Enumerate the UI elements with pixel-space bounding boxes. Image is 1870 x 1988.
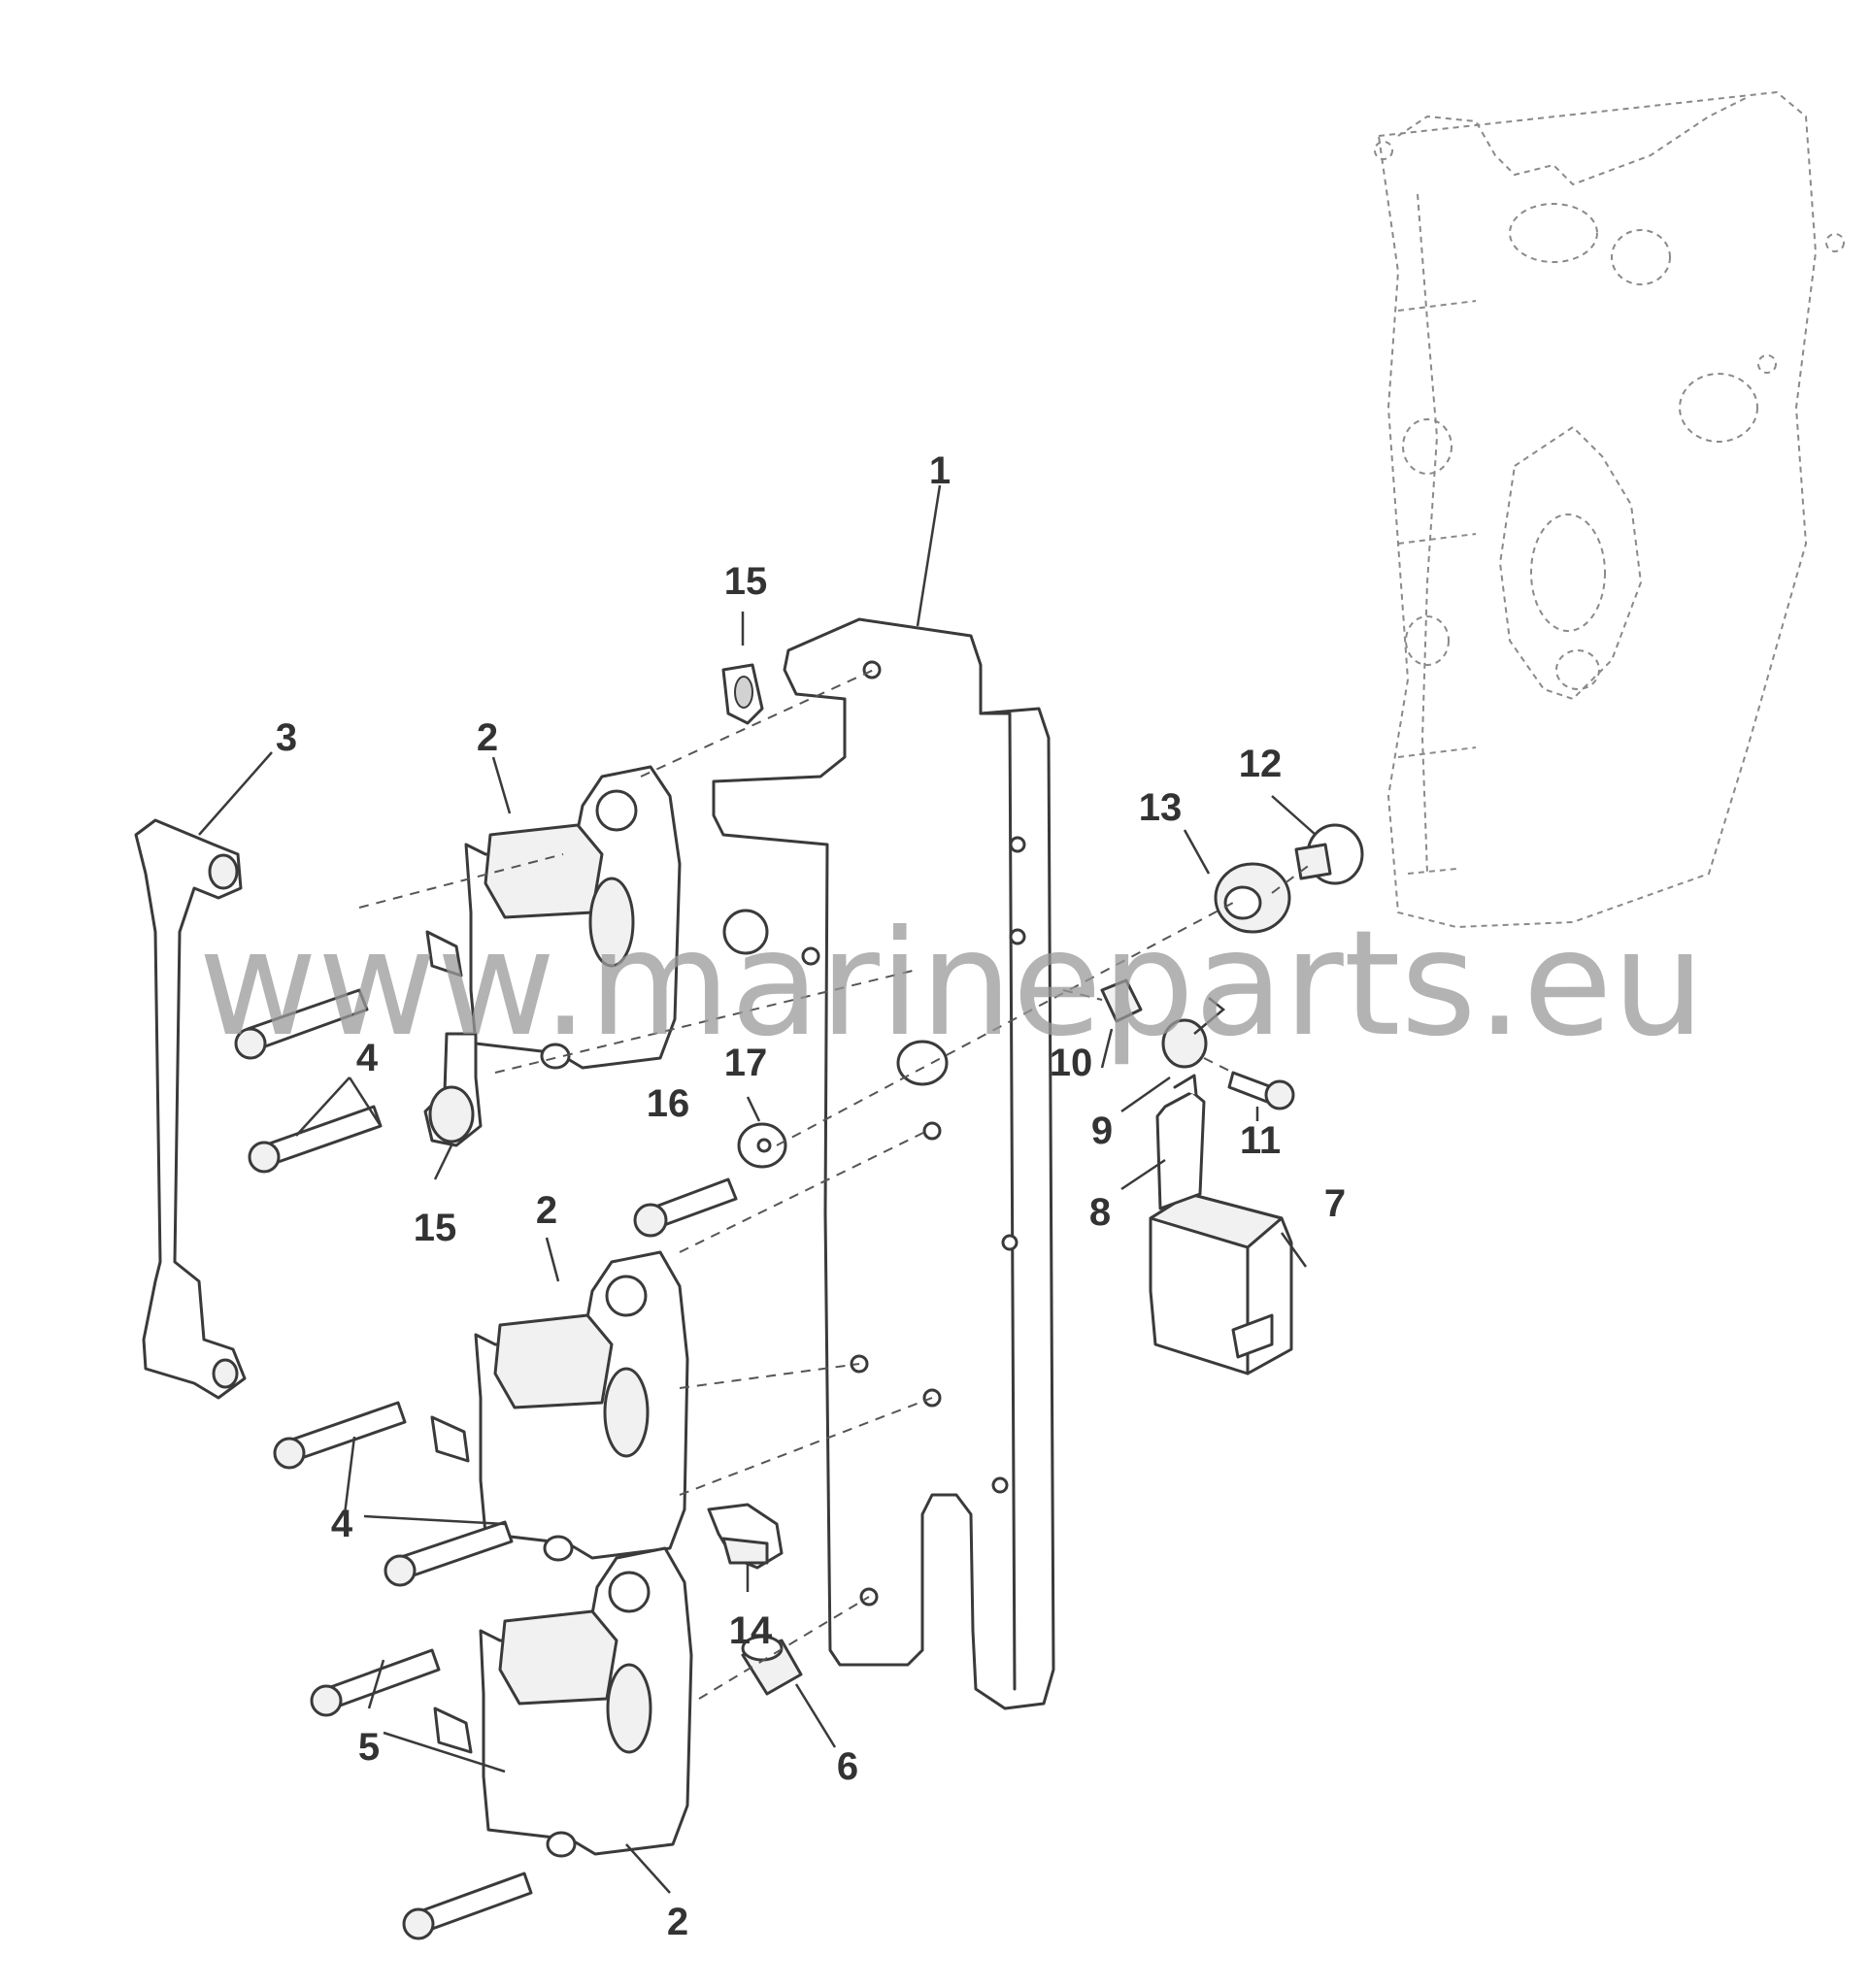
callout-11: 11: [1240, 1119, 1281, 1162]
callout-16: 16: [647, 1082, 690, 1125]
spacer-10: [1100, 978, 1143, 1023]
spark-plug-lead: [134, 818, 247, 1400]
callout-2-upper: 2: [477, 716, 498, 759]
bolt-4-lower: [248, 1105, 383, 1174]
callout-10: 10: [1050, 1042, 1093, 1084]
alignment-lines: [358, 669, 1312, 1700]
callout-13: 13: [1139, 786, 1183, 829]
callouts: 1 15 3 2 13 12 4 10 17 16 9 11 8 7 15 2 …: [276, 449, 1346, 1943]
callout-15-lower: 15: [414, 1207, 457, 1249]
callout-4-upper: 4: [356, 1037, 379, 1079]
clamp-15-lower: [423, 1032, 483, 1147]
callout-3: 3: [276, 716, 297, 759]
ignition-coil-1: [425, 765, 682, 1070]
callout-4-lower: 4: [331, 1503, 353, 1545]
callout-5: 5: [358, 1726, 380, 1769]
mounting-bracket: [712, 617, 1055, 1710]
callout-2-middle: 2: [536, 1189, 557, 1232]
callout-17: 17: [724, 1042, 768, 1084]
bolt-5-lower: [402, 1872, 533, 1940]
clamp-14: [707, 1503, 784, 1570]
callout-9: 9: [1091, 1110, 1113, 1152]
bolt-4-coil2-lower: [384, 1520, 514, 1587]
ignition-coil-2: [430, 1250, 689, 1562]
relay-bracket-8: [1155, 1074, 1206, 1210]
watermark: www.marineparts.eu: [198, 900, 1705, 1069]
ignition-coil-3: [433, 1546, 693, 1858]
bolt-16: [633, 1177, 738, 1238]
callout-8: 8: [1089, 1191, 1111, 1234]
screw-11: [1227, 1071, 1295, 1110]
grommet-13: [1214, 862, 1291, 934]
bolt-5-upper: [310, 1648, 441, 1717]
callout-14: 14: [729, 1609, 773, 1652]
callout-12: 12: [1239, 743, 1283, 785]
callout-2-lower: 2: [667, 1901, 688, 1943]
washer-17: [737, 1122, 787, 1169]
relay-7: [1149, 1192, 1293, 1375]
callout-1: 1: [929, 449, 951, 492]
bushing-12: [1294, 823, 1364, 885]
engine-block-ghost: [1374, 90, 1845, 929]
bolt-4-coil2-upper: [273, 1401, 407, 1470]
callout-7: 7: [1324, 1182, 1346, 1225]
callout-15-top: 15: [724, 560, 768, 603]
callout-6: 6: [837, 1745, 858, 1788]
bolt-4-upper: [234, 988, 369, 1060]
leader-lines: [198, 484, 1317, 1894]
clip-15-top: [721, 663, 764, 725]
